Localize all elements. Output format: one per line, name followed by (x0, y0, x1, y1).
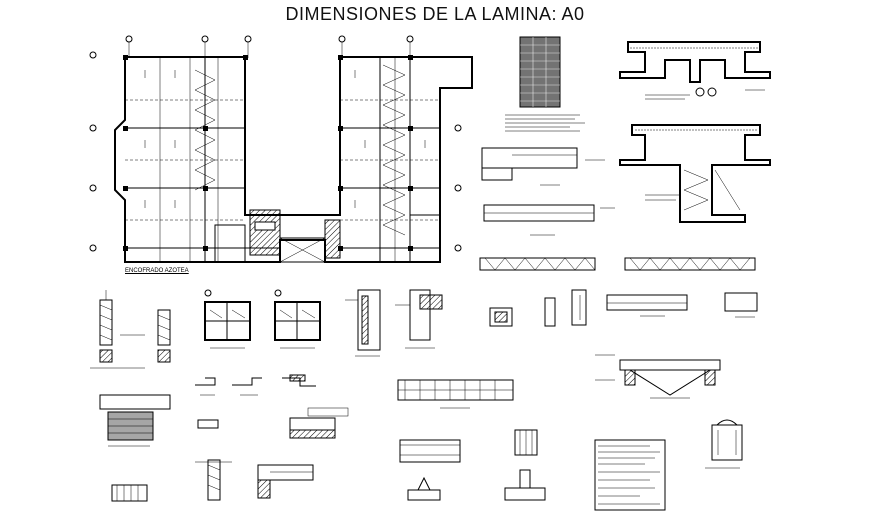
grid-bubbles-top (125, 35, 414, 58)
grid-bubbles-left (89, 51, 462, 252)
steel-schedule-table (505, 36, 585, 132)
deep-foundation-2 (257, 464, 314, 499)
small-beam-sections (489, 289, 587, 327)
column-detail-1 (90, 290, 145, 369)
stair-sections (195, 374, 316, 396)
footing-plan-1 (204, 289, 251, 349)
foundation-sections-row (197, 407, 349, 439)
beam-elevation-1 (481, 147, 605, 186)
deep-foundation-1 (195, 459, 232, 501)
column-detail-right (705, 419, 743, 469)
plan-label: ENCOFRADO AZOTEA (125, 268, 189, 274)
title-block-notes (594, 439, 666, 511)
lower-left-table (99, 394, 171, 447)
beam-elevation-2 (483, 204, 615, 236)
section-detail-top-right (619, 41, 771, 100)
footing-elevation (399, 429, 538, 463)
footing-plan-2 (274, 289, 321, 349)
footing-section-small (407, 469, 546, 501)
truss-detail (595, 354, 721, 399)
floor-plan-encofrado-azotea (89, 35, 473, 263)
wall-section-2 (395, 289, 443, 349)
wall-section-1 (345, 289, 381, 357)
section-detail-t-beam (619, 124, 771, 223)
beam-detail-right (606, 292, 758, 318)
long-beam-center (397, 379, 514, 409)
column-detail-2 (120, 309, 171, 363)
beam-elevation-3 (479, 257, 756, 271)
sheet-title: DIMENSIONES DE LA LAMINA: A0 (285, 4, 585, 24)
deep-foundation-3 (111, 484, 148, 502)
